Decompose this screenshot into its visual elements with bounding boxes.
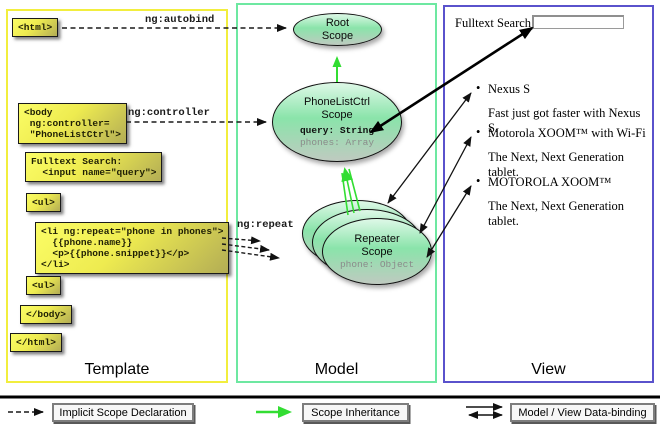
root-scope-title: Root Scope <box>321 17 354 42</box>
code-box-ul-close: <ul> <box>26 276 61 295</box>
view-panel-label: View <box>531 361 566 378</box>
item-title: Motorola XOOM™ with Wi-Fi <box>488 126 646 140</box>
ng-autobind-label: ng:autobind <box>145 14 215 26</box>
code-box-li-repeat: <li ng:repeat="phone in phones"> {{phone… <box>35 222 230 274</box>
phones-property: phones: Array <box>299 137 375 148</box>
model-panel <box>236 3 437 383</box>
template-panel <box>6 9 228 383</box>
repeater-scope-ellipse: Repeater Scope phone: Object <box>322 218 432 285</box>
ng-controller-label: ng:controller <box>128 107 210 119</box>
bullet-icon: • <box>476 81 481 95</box>
root-scope-ellipse: Root Scope <box>293 13 382 46</box>
list-item: • MOTOROLA XOOM™ The Next, Next Generati… <box>476 174 647 229</box>
legend-model-view-data-binding: Model / View Data-binding <box>510 403 655 422</box>
phonelistctrl-scope-title: PhoneListCtrl Scope <box>303 96 371 121</box>
template-panel-label: Template <box>84 361 150 378</box>
repeater-scope-title: Repeater Scope <box>354 233 400 258</box>
item-title: Nexus S <box>488 82 531 96</box>
legend-scope-inheritance: Scope Inheritance <box>302 403 409 422</box>
model-panel-label: Model <box>314 361 359 378</box>
phone-property: phone: Object <box>339 259 415 270</box>
phonelistctrl-scope-ellipse: PhoneListCtrl Scope query: String phones… <box>272 82 402 162</box>
item-description: The Next, Next Generation tablet. <box>488 150 625 179</box>
code-box-body-open: <body ng:controller= "PhoneListCtrl"> <box>18 103 127 144</box>
fulltext-search-label: Fulltext Search: <box>455 16 535 30</box>
code-box-html-open: <html> <box>12 18 59 37</box>
code-box-ul-open: <ul> <box>26 193 61 212</box>
code-box-body-close: </body> <box>20 305 72 324</box>
fulltext-search-input[interactable] <box>532 15 624 29</box>
ng-repeat-label: ng:repeat <box>237 219 294 231</box>
item-title: MOTOROLA XOOM™ <box>488 175 612 189</box>
code-box-html-close: </html> <box>10 333 62 352</box>
bullet-icon: • <box>476 174 481 188</box>
list-item: • Motorola XOOM™ with Wi-Fi The Next, Ne… <box>476 125 647 180</box>
query-property: query: String <box>299 125 375 136</box>
bullet-icon: • <box>476 125 481 139</box>
item-description: The Next, Next Generation tablet. <box>488 199 625 228</box>
legend-implicit-scope-declaration: Implicit Scope Declaration <box>52 403 194 422</box>
code-box-fulltext-input: Fulltext Search: <input name="query"> <box>25 152 163 182</box>
